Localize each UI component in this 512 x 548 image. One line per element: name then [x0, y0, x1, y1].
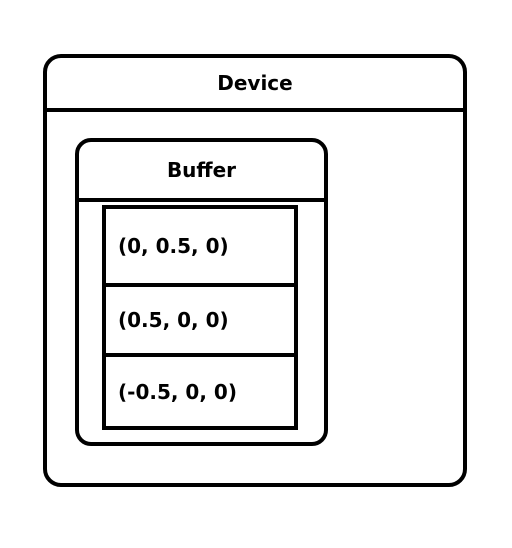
- device-title: Device: [217, 71, 293, 95]
- vertex-cell: (0.5, 0, 0): [106, 283, 294, 353]
- buffer-title: Buffer: [166, 158, 237, 182]
- vertex-cell: (-0.5, 0, 0): [106, 353, 294, 426]
- device-box: Device: [43, 54, 467, 487]
- device-header: Device: [47, 58, 463, 112]
- vertex-cell: (0, 0.5, 0): [118, 234, 229, 258]
- buffer-header: Buffer: [79, 142, 324, 202]
- vertex-list: (0, 0.5, 0) (0.5, 0, 0) (-0.5, 0, 0): [102, 205, 298, 430]
- buffer-box: Buffer: [75, 138, 328, 446]
